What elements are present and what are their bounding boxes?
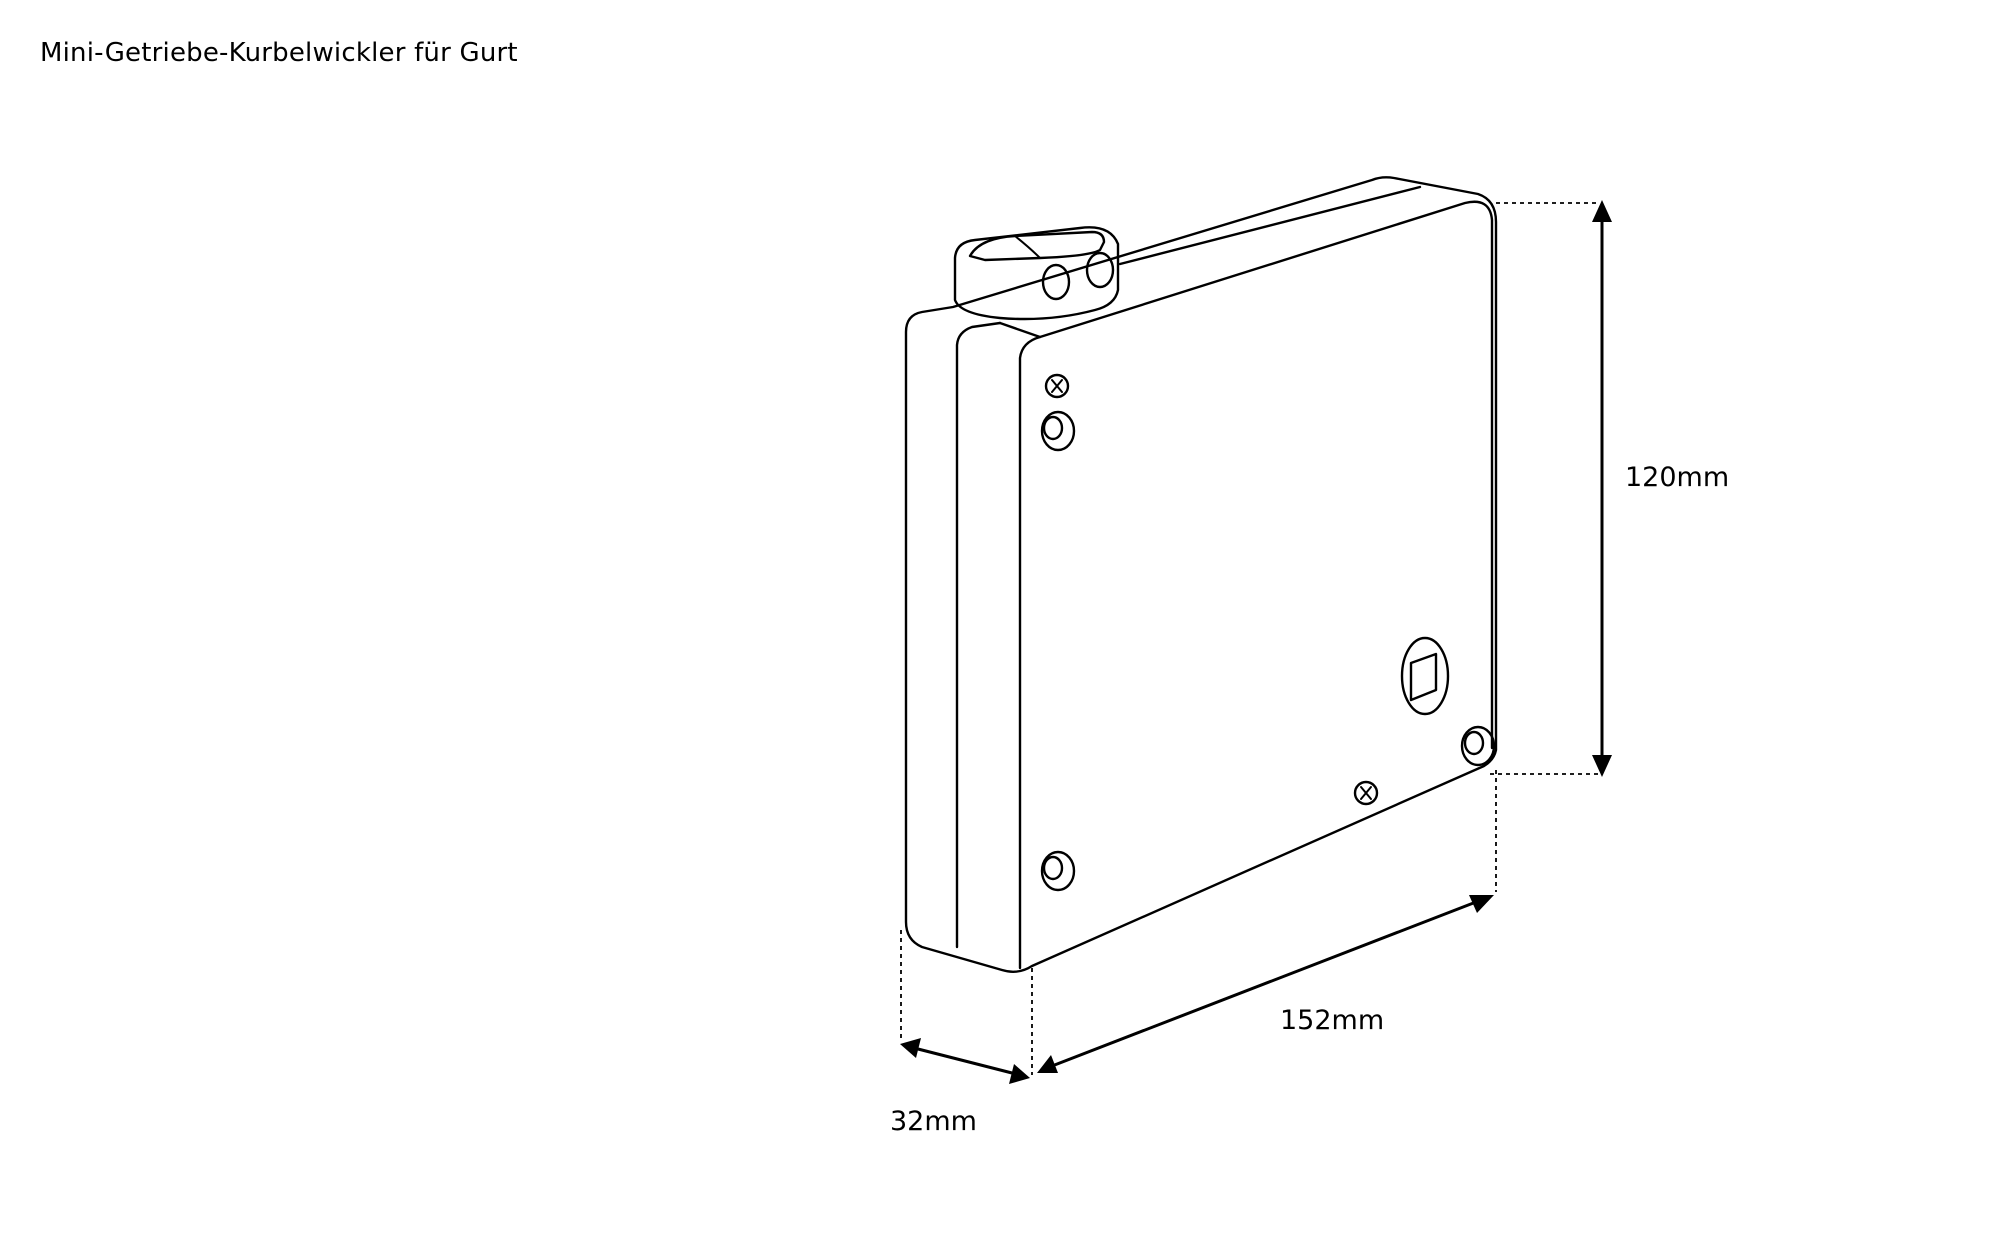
- hole-bottom-left-inner: [1042, 855, 1064, 881]
- crank-square-drive-icon: [1409, 652, 1438, 702]
- height-arrow-bottom: [1592, 755, 1612, 777]
- crank-socket-ring: [1400, 636, 1450, 716]
- screw-bottom: [1353, 780, 1379, 806]
- height-arrow-top: [1592, 200, 1612, 222]
- width-dimension: [1031, 770, 1497, 1075]
- hole-bottom-left: [1040, 850, 1076, 892]
- housing-outline: [904, 176, 1498, 973]
- width-dimension-line: [1051, 900, 1477, 1068]
- height-label: 120mm: [1625, 462, 1730, 493]
- page-title: Mini-Getriebe-Kurbelwickler für Gurt: [40, 38, 518, 68]
- strap-slot: [968, 230, 1106, 262]
- strap-guide-body: [953, 226, 1120, 321]
- height-dimension: [1490, 200, 1612, 777]
- hole-top-left-inner: [1042, 415, 1064, 441]
- top-edge-line: [1118, 185, 1422, 266]
- depth-label: 32mm: [890, 1106, 977, 1137]
- width-arrow-left: [1037, 1055, 1058, 1073]
- depth-arrow-right: [1009, 1064, 1030, 1084]
- strap-slot-inner: [1014, 235, 1041, 259]
- side-separator: [955, 321, 1002, 949]
- depth-arrow-left: [900, 1038, 921, 1058]
- top-front-edge: [998, 321, 1042, 339]
- width-arrow-right: [1469, 895, 1494, 913]
- front-face-border: [1018, 200, 1494, 970]
- depth-dimension-line: [917, 1047, 1013, 1075]
- fasteners: [1040, 373, 1496, 892]
- depth-dimension: [900, 930, 1030, 1084]
- guide-hole-right: [1085, 251, 1115, 289]
- hole-bottom-right: [1460, 725, 1496, 767]
- hole-top-left: [1040, 410, 1076, 452]
- width-label: 152mm: [1280, 1005, 1385, 1036]
- guide-hole-left: [1041, 263, 1071, 301]
- strap-guide: [953, 226, 1120, 321]
- screw-bottom-cross: [1360, 786, 1372, 800]
- screw-top-left-cross: [1051, 379, 1063, 393]
- crank-socket: [1400, 636, 1450, 716]
- hole-bottom-right-inner: [1463, 730, 1485, 756]
- screw-top-left: [1044, 373, 1070, 399]
- housing: [904, 176, 1498, 973]
